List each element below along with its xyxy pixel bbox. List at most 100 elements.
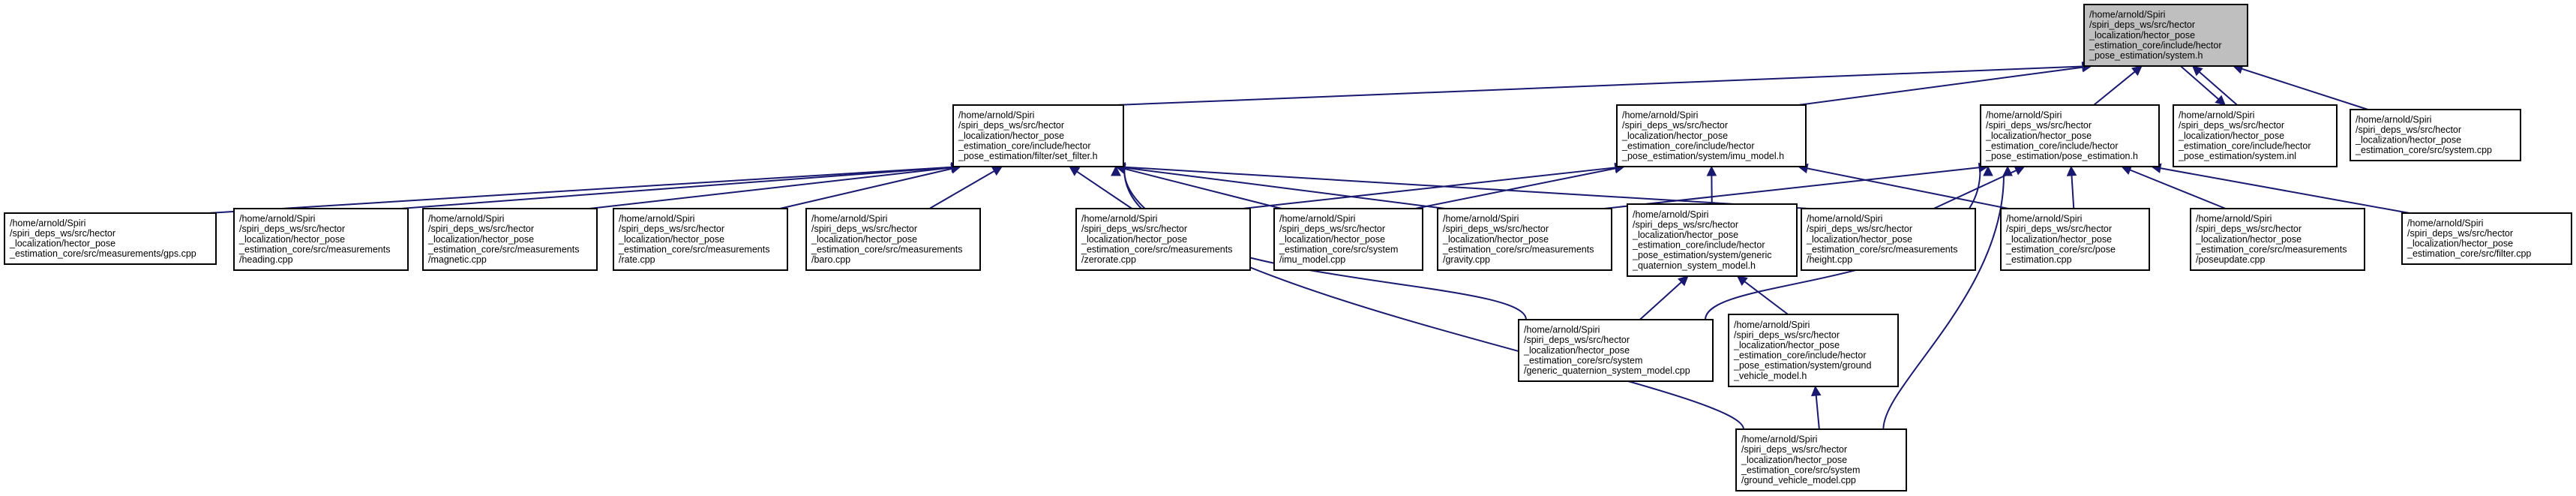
node-magnetic-cpp[interactable]: /home/arnold/Spiri/spiri_deps_ws/src/hec… <box>422 208 598 271</box>
node-baro-cpp[interactable]: /home/arnold/Spiri/spiri_deps_ws/src/hec… <box>805 208 981 271</box>
node-gravity-cpp[interactable]: /home/arnold/Spiri/spiri_deps_ws/src/hec… <box>1437 208 1612 271</box>
node-label-line: /poseupdate.cpp <box>2196 254 2265 265</box>
node-label-line: /home/arnold/Spiri <box>1622 110 1698 121</box>
node-label-line: _localization/hector_pose <box>1081 234 1187 245</box>
node-box <box>1735 428 1907 491</box>
edge-generic-quat-h-to-imu-model-h <box>1706 165 1717 205</box>
node-label-line: _estimation_core/src/measurements <box>811 244 962 254</box>
node-label-line: /home/arnold/Spiri <box>1986 110 2062 121</box>
node-imu-model-cpp[interactable]: /home/arnold/Spiri/spiri_deps_ws/src/hec… <box>1273 208 1423 271</box>
node-zerorate-cpp[interactable]: /home/arnold/Spiri/spiri_deps_ws/src/hec… <box>1075 208 1251 271</box>
arrowhead <box>1706 165 1717 176</box>
edge-pose-estimation-cpp-to-pose-estimation-h <box>2066 165 2077 209</box>
node-label-line: /height.cpp <box>1807 254 1852 265</box>
node-label-line: _estimation_core/src/measurements/gps.cp… <box>9 248 196 259</box>
node-label-line: _localization/hector_pose <box>1733 340 1840 350</box>
node-label-line: _localization/hector_pose <box>1806 234 1912 245</box>
node-label-line: /spiri_deps_ws/src/hector <box>1807 224 1912 234</box>
node-label-line: /home/arnold/Spiri <box>1279 214 1355 224</box>
node-label-line: _localization/hector_pose <box>1523 345 1630 356</box>
node-ground-vehicle-h[interactable]: /home/arnold/Spiri/spiri_deps_ws/src/hec… <box>1728 314 1899 387</box>
node-label-line: _pose_estimation/system/generic <box>1632 250 1772 260</box>
edge-line <box>779 167 952 209</box>
node-label-line: _quaternion_system_model.h <box>1632 260 1756 271</box>
edge-line <box>1807 167 2009 209</box>
edge-pose-estimation-h-to-system-h <box>2093 65 2143 106</box>
node-label-line: _pose_estimation/system.h <box>2089 50 2203 61</box>
edge-line <box>1933 170 2017 209</box>
node-label-line: /imu_model.cpp <box>1279 254 1345 265</box>
node-label-line: _localization/hector_pose <box>2178 131 2284 141</box>
arrowhead <box>2066 165 2077 176</box>
node-label-line: /home/arnold/Spiri <box>2356 114 2431 125</box>
node-label-line: /ground_vehicle_model.cpp <box>1741 475 1856 485</box>
node-pose-estimation-cpp[interactable]: /home/arnold/Spiri/spiri_deps_ws/src/hec… <box>2000 208 2150 271</box>
node-gps-cpp[interactable]: /home/arnold/Spiri/spiri_deps_ws/src/hec… <box>4 212 217 265</box>
arrowhead <box>1678 275 1689 287</box>
edge-line <box>1744 281 1789 315</box>
edge-line <box>1414 167 1616 209</box>
node-box <box>1273 208 1423 271</box>
node-system-cpp[interactable]: /home/arnold/Spiri/spiri_deps_ws/src/hec… <box>2350 109 2521 161</box>
edge-baro-cpp-to-set-filter-h <box>928 166 1003 209</box>
edge-line <box>1242 167 1616 209</box>
node-system-inl[interactable]: /home/arnold/Spiri/spiri_deps_ws/src/hec… <box>2173 104 2338 167</box>
node-generic-quat-h[interactable]: /home/arnold/Spiri/spiri_deps_ws/src/hec… <box>1627 203 1798 277</box>
node-set-filter-h[interactable]: /home/arnold/Spiri/spiri_deps_ws/src/hec… <box>952 104 1124 167</box>
node-label-line: _localization/hector_pose <box>2195 234 2302 245</box>
node-label-line: /spiri_deps_ws/src/hector <box>2179 120 2284 131</box>
node-box <box>1616 104 1807 167</box>
node-ground-vehicle-cpp[interactable]: /home/arnold/Spiri/spiri_deps_ws/src/hec… <box>1735 428 1907 491</box>
node-label-line: /spiri_deps_ws/src/hector <box>619 224 724 234</box>
node-label-line: /heading.cpp <box>239 254 293 265</box>
node-label-line: /home/arnold/Spiri <box>1741 434 1817 445</box>
node-height-cpp[interactable]: /home/arnold/Spiri/spiri_deps_ws/src/hec… <box>1801 208 1976 271</box>
edge-system-inl-to-system-h <box>2191 65 2238 106</box>
node-filter-cpp[interactable]: /home/arnold/Spiri/spiri_deps_ws/src/hec… <box>2401 212 2572 265</box>
node-box <box>1728 314 1899 387</box>
node-label-line: /home/arnold/Spiri <box>1524 325 1600 335</box>
node-label-line: _localization/hector_pose <box>618 234 724 245</box>
arrowhead <box>2002 165 2013 176</box>
node-label-line: /spiri_deps_ws/src/hector <box>10 228 115 239</box>
node-label-line: _localization/hector_pose <box>958 131 1064 141</box>
node-label-line: _pose_estimation/system/ground <box>1733 360 1871 371</box>
edge-line <box>2241 68 2368 110</box>
arrowhead <box>1983 165 1993 176</box>
edge-line <box>1603 167 1980 209</box>
node-label-line: /home/arnold/Spiri <box>428 214 504 224</box>
node-label-line: /home/arnold/Spiri <box>2006 214 2082 224</box>
edge-line <box>2160 167 2410 214</box>
node-label-line: /baro.cpp <box>811 254 850 265</box>
node-box <box>1801 208 1976 271</box>
node-label-line: _estimation_core/src/filter.cpp <box>2407 248 2531 259</box>
node-label-line: _localization/hector_pose <box>238 234 345 245</box>
node-label-line: /spiri_deps_ws/src/hector <box>2196 224 2302 234</box>
node-label-line: _localization/hector_pose <box>1442 234 1549 245</box>
arrowhead <box>1069 166 1081 176</box>
edge-line <box>2093 71 2136 106</box>
node-label-line: /home/arnold/Spiri <box>2179 110 2254 121</box>
node-label-line: /home/arnold/Spiri <box>1633 209 1708 220</box>
node-rate-cpp[interactable]: /home/arnold/Spiri/spiri_deps_ws/src/hec… <box>613 208 788 271</box>
node-pose-estimation-h[interactable]: /home/arnold/Spiri/spiri_deps_ws/src/hec… <box>1980 104 2160 167</box>
node-generic-quat-cpp[interactable]: /home/arnold/Spiri/spiri_deps_ws/src/hec… <box>1518 319 1714 382</box>
node-box <box>1980 104 2160 167</box>
node-box <box>422 208 598 271</box>
node-label-line: _estimation_core/src/measurements <box>1442 244 1594 254</box>
node-label-line: _estimation_core/src/measurements <box>427 244 579 254</box>
node-box <box>1075 208 1251 271</box>
node-poseupdate-cpp[interactable]: /home/arnold/Spiri/spiri_deps_ws/src/hec… <box>2190 208 2365 271</box>
node-label-line: _localization/hector_pose <box>2089 30 2195 41</box>
node-label-line: _localization/hector_pose <box>427 234 534 245</box>
arrowhead <box>2191 65 2203 77</box>
node-heading-cpp[interactable]: /home/arnold/Spiri/spiri_deps_ws/src/hec… <box>233 208 409 271</box>
node-label-line: _pose_estimation/system.inl <box>2178 151 2296 161</box>
node-label-line: /spiri_deps_ws/src/hector <box>1622 120 1728 131</box>
edge-line <box>2180 65 2219 100</box>
node-label-line: /home/arnold/Spiri <box>10 218 85 228</box>
node-system-h[interactable]: /home/arnold/Spiri/spiri_deps_ws/src/hec… <box>2083 4 2248 67</box>
node-box <box>2000 208 2150 271</box>
node-label-line: /home/arnold/Spiri <box>1734 320 1810 330</box>
node-imu-model-h[interactable]: /home/arnold/Spiri/spiri_deps_ws/src/hec… <box>1616 104 1807 167</box>
